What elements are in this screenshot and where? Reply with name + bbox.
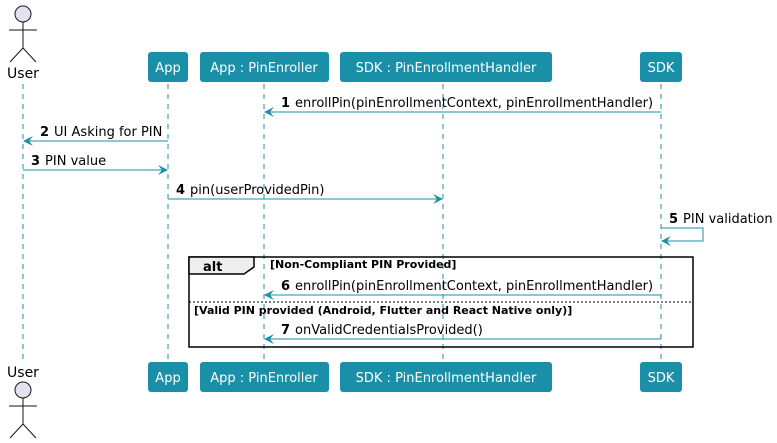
message-4-number: 4: [176, 183, 185, 198]
message-7-text: onValidCredentialsProvided(): [295, 323, 483, 338]
participant-app-bottom: App: [148, 362, 188, 392]
message-6-number: 6: [281, 279, 290, 294]
actor-head: [14, 5, 32, 23]
participant-app-top: App: [148, 52, 188, 82]
svg-text:2UI Asking for PIN: 2 UI Asking for PIN: [40, 125, 162, 140]
message-7: 7 onValidCredentialsProvided(): [264, 323, 661, 344]
message-1: 1 enrollPin(pinEnrollmentContext, pinEnro…: [264, 96, 661, 117]
participant-sdk-handler-bottom: SDK : PinEnrollmentHandler: [340, 362, 552, 392]
participant-sdk-handler-top-label: SDK : PinEnrollmentHandler: [356, 61, 537, 76]
participant-sdk-handler-top: SDK : PinEnrollmentHandler: [340, 52, 552, 82]
message-7-number: 7: [281, 323, 290, 338]
alt-tab: [188, 256, 255, 275]
message-4-text: pin(userProvidedPin): [190, 183, 324, 198]
participant-pin-enroller-bottom-label: App : PinEnroller: [210, 371, 318, 386]
message-2-number: 2: [40, 125, 49, 140]
message-2: 2 UI Asking for PIN: [23, 125, 168, 146]
alt-keyword: alt: [203, 260, 222, 275]
participant-pin-enroller-bottom: App : PinEnroller: [200, 362, 329, 392]
message-3: 3 PIN value: [23, 154, 168, 175]
participant-pin-enroller-top-label: App : PinEnroller: [210, 61, 318, 76]
actor-user-top-label: User: [7, 66, 39, 82]
actor-head: [14, 381, 32, 399]
participant-sdk-top-label: SDK: [648, 61, 675, 76]
actor-user-top: [9, 5, 37, 63]
message-1-number: 1: [281, 96, 290, 111]
actor-user-bottom-label: User: [7, 365, 39, 381]
alt-fragment: alt [Non-Compliant PIN Provided] [Valid …: [188, 256, 694, 348]
alt-guard-1: [Non-Compliant PIN Provided]: [270, 258, 456, 271]
message-3-text: PIN value: [45, 154, 106, 169]
message-1-text: enrollPin(pinEnrollmentContext, pinEnrol…: [295, 96, 653, 111]
message-5-self: 5 PIN validation: [661, 212, 773, 246]
participant-app-bottom-label: App: [155, 371, 180, 386]
participant-sdk-bottom-label: SDK: [648, 371, 675, 386]
message-2-text: UI Asking for PIN: [54, 125, 162, 140]
participant-pin-enroller-top: App : PinEnroller: [200, 52, 329, 82]
alt-guard-2: [Valid PIN provided (Android, Flutter an…: [194, 304, 572, 317]
message-6-text: enrollPin(pinEnrollmentContext, pinEnrol…: [295, 279, 653, 294]
actor-user-bottom: [9, 381, 37, 439]
participant-sdk-handler-bottom-label: SDK : PinEnrollmentHandler: [356, 371, 537, 386]
participant-sdk-bottom: SDK: [640, 362, 682, 392]
lifelines: [22, 84, 662, 362]
message-5-number: 5: [669, 212, 678, 227]
participant-app-top-label: App: [155, 61, 180, 76]
message-6: 6 enrollPin(pinEnrollmentContext, pinEnro…: [264, 279, 661, 300]
message-4: 4 pin(userProvidedPin): [168, 183, 443, 204]
participant-sdk-top: SDK: [640, 52, 682, 82]
message-5-text: PIN validation: [683, 212, 773, 227]
message-3-number: 3: [31, 154, 40, 169]
